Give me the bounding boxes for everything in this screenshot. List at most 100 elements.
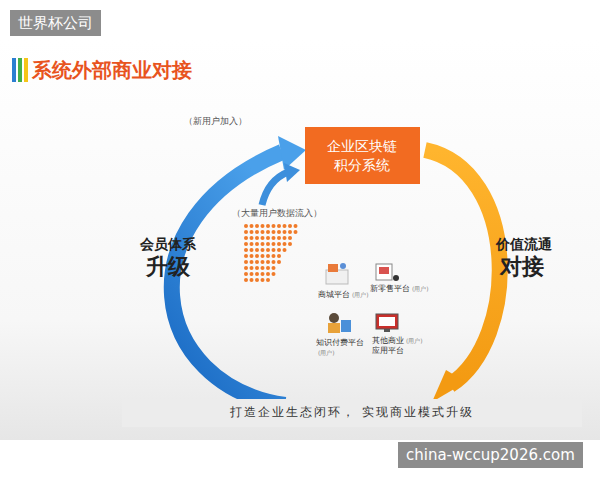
user-dot xyxy=(266,260,270,264)
banner: 打造企业生态闭环， 实现商业模式升级 xyxy=(122,399,582,427)
user-dot xyxy=(277,224,281,228)
orange-arrow xyxy=(425,150,500,385)
user-dot xyxy=(266,224,270,228)
user-dot xyxy=(244,260,248,264)
user-dot xyxy=(266,248,270,252)
user-dot xyxy=(294,224,298,228)
label: 对接 xyxy=(500,254,544,280)
arrow-head xyxy=(432,370,466,402)
slide-ground xyxy=(0,40,600,440)
other-icon xyxy=(376,314,398,332)
user-dot xyxy=(255,224,259,228)
user-dot xyxy=(272,242,276,246)
user-dot xyxy=(244,230,248,234)
user-dot xyxy=(244,266,248,270)
arrow-head xyxy=(284,163,300,182)
label: （大量用户数据流入） xyxy=(232,208,322,219)
user-dot xyxy=(272,266,276,270)
label: 价值流通 xyxy=(496,236,552,253)
user-dot xyxy=(244,278,248,282)
user-dot xyxy=(255,272,259,276)
user-dot xyxy=(283,236,287,240)
user-dot xyxy=(277,248,281,252)
title-bar xyxy=(12,58,16,82)
user-dot xyxy=(288,224,292,228)
user-dot xyxy=(283,230,287,234)
title-bar xyxy=(24,58,28,82)
user-dot xyxy=(283,224,287,228)
user-dot xyxy=(266,230,270,234)
user-dot xyxy=(277,254,281,258)
user-dot xyxy=(277,242,281,246)
user-dot xyxy=(277,260,281,264)
user-dot xyxy=(255,278,259,282)
user-dot xyxy=(272,230,276,234)
user-dot xyxy=(244,248,248,252)
user-dot xyxy=(261,230,265,234)
user-dot xyxy=(261,278,265,282)
user-dot xyxy=(261,272,265,276)
process-box: 企业区块链 积分系统 xyxy=(305,127,420,184)
user-dot xyxy=(288,236,292,240)
user-dot xyxy=(255,260,259,264)
user-dot xyxy=(266,278,270,282)
title-bar xyxy=(18,58,22,82)
blue-arrow xyxy=(262,172,288,205)
user-dot xyxy=(266,266,270,270)
retail-icon xyxy=(376,264,399,281)
user-dot xyxy=(261,242,265,246)
label: (用户) xyxy=(352,291,369,298)
label: (用户) xyxy=(406,337,423,344)
user-dot xyxy=(250,278,254,282)
user-dot xyxy=(255,242,259,246)
label: 商城平台 xyxy=(318,290,350,300)
user-dot xyxy=(272,248,276,252)
label: 新零售平台 xyxy=(370,284,410,294)
user-dot xyxy=(283,248,287,252)
user-dot xyxy=(261,248,265,252)
user-dot xyxy=(250,260,254,264)
user-dot xyxy=(255,248,259,252)
user-dot xyxy=(277,230,281,234)
user-dot xyxy=(261,266,265,270)
label: (用户) xyxy=(318,349,335,356)
user-dot xyxy=(277,236,281,240)
user-dot xyxy=(244,224,248,228)
user-dot xyxy=(261,236,265,240)
user-dot xyxy=(272,254,276,258)
user-dot xyxy=(244,236,248,240)
user-dot xyxy=(261,254,265,258)
user-dot xyxy=(255,230,259,234)
user-dot xyxy=(244,254,248,258)
user-dot xyxy=(244,242,248,246)
node-text: 打造企业生态闭环， 实现商业模式升级 xyxy=(136,405,568,421)
user-dot xyxy=(283,242,287,246)
user-dot xyxy=(250,224,254,228)
user-dot xyxy=(250,230,254,234)
label: (用户) xyxy=(412,285,429,292)
shop-icon xyxy=(326,263,348,284)
user-dot xyxy=(244,272,248,276)
user-dot xyxy=(255,266,259,270)
node-text: 企业区块链 积分系统 xyxy=(326,137,399,173)
user-dot xyxy=(255,254,259,258)
knowledge-icon xyxy=(328,313,351,333)
label: 知识付费平台 xyxy=(316,338,364,348)
user-dot xyxy=(288,230,292,234)
user-dots xyxy=(244,224,298,282)
user-dot xyxy=(255,236,259,240)
user-dot xyxy=(272,260,276,264)
user-dot xyxy=(272,236,276,240)
user-dot xyxy=(266,272,270,276)
user-dot xyxy=(266,236,270,240)
label: （新用户加入） xyxy=(184,116,247,127)
user-dot xyxy=(250,254,254,258)
user-dot xyxy=(288,242,292,246)
arrow-head xyxy=(278,136,306,170)
user-dot xyxy=(272,272,276,276)
user-dot xyxy=(250,266,254,270)
user-dot xyxy=(261,224,265,228)
user-dot xyxy=(266,242,270,246)
user-dot xyxy=(250,236,254,240)
user-dot xyxy=(250,248,254,252)
